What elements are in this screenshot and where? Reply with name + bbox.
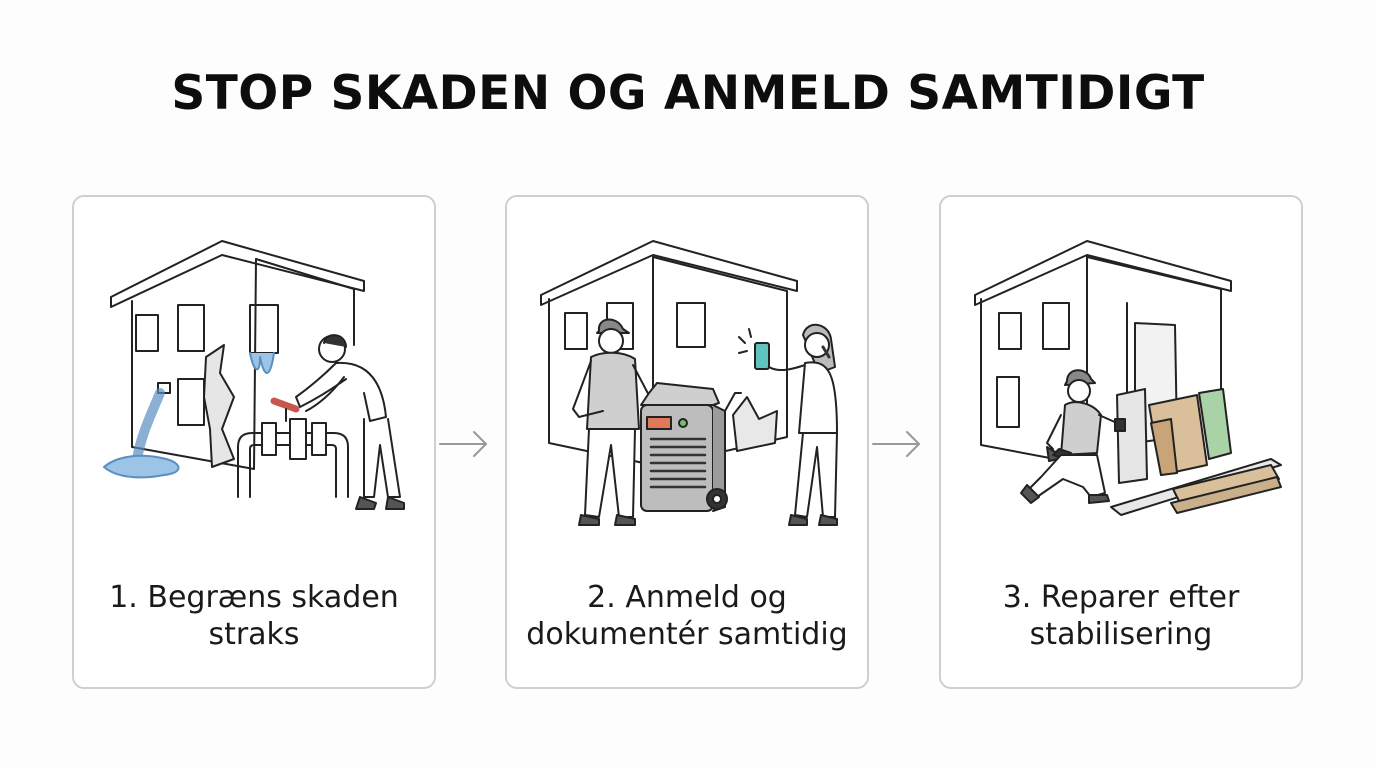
step-caption-2: 2. Anmeld og dokumentér samtidig [507,579,867,653]
step-caption-2-line2: dokumentér samtidig [526,617,848,652]
step-caption-3-line2: stabilisering [1029,617,1213,652]
report-document-illustration [540,240,838,526]
step-caption-1: 1. Begræns skaden straks [74,579,434,653]
step-caption-1-line1: 1. Begræns skaden [109,580,399,615]
step-caption-3: 3. Reparer efter stabilisering [941,579,1301,653]
page-title: STOP SKADEN OG ANMELD SAMTIDIGT [171,66,1205,121]
step-card-3: 3. Reparer efter stabilisering [939,195,1303,689]
step-card-1: 1. Begræns skaden straks [72,195,436,689]
step-caption-3-line1: 3. Reparer efter [1002,580,1240,615]
arrow-right-icon [439,431,487,457]
repair-illustration [974,240,1282,516]
arrow-right-icon [872,431,920,457]
step-caption-2-line1: 2. Anmeld og [587,580,787,615]
water-shutoff-illustration [103,240,405,510]
step-card-2: 2. Anmeld og dokumentér samtidig [505,195,869,689]
step-caption-1-line2: straks [208,617,300,652]
